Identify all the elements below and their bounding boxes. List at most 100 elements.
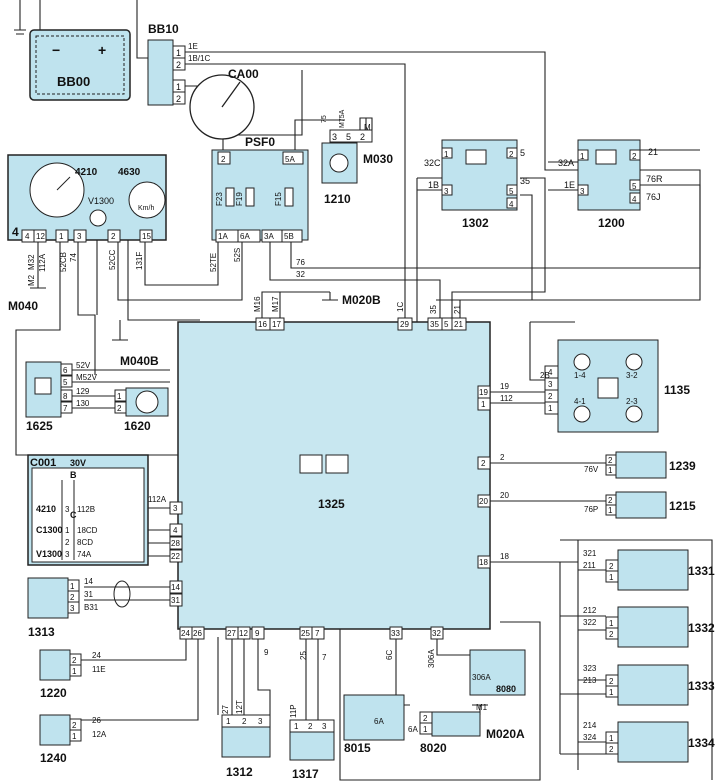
bb10-pin: 1 bbox=[176, 82, 181, 92]
inj-label: 1333 bbox=[688, 679, 715, 693]
cluster-label: 4 bbox=[12, 225, 19, 239]
c1135-wire: 2B bbox=[540, 371, 550, 380]
c1239-wire: 76V bbox=[584, 465, 599, 474]
ecu-top-pin: 35 bbox=[430, 320, 439, 329]
bb10-pin: 2 bbox=[176, 94, 181, 104]
cluster-pin: 3 bbox=[77, 232, 82, 241]
m040b-label: M040B bbox=[120, 354, 159, 368]
c1215-pin: 1 bbox=[608, 506, 613, 515]
relay-1200: 1 3 2 5 4 32A 1E 21 76R 76J 1200 bbox=[558, 139, 663, 230]
m030-pin: 5 bbox=[346, 132, 351, 142]
bb10-connector: BB10 1 2 1 2 1E 1B/1C bbox=[147, 22, 210, 106]
ecu-1325: 1325 16 17 29 35 5 21 1C 35 21 19 1 2 20… bbox=[148, 302, 513, 668]
fuse-label: F19 bbox=[235, 192, 244, 206]
ground-points: M040 M2 M040B M020B M16 M17 52TE 52S 76 … bbox=[8, 248, 381, 368]
c1317-label: 1317 bbox=[292, 767, 319, 781]
c1317-wire: 25 bbox=[299, 651, 308, 660]
psf0-pin: 3A bbox=[264, 232, 274, 241]
psf0-pin: 6A bbox=[240, 232, 250, 241]
inj-pin: 2 bbox=[609, 745, 614, 754]
r1302-wire: 1B bbox=[428, 180, 439, 190]
c1625-wire: 52V bbox=[76, 361, 91, 370]
c1240-pin: 1 bbox=[72, 732, 77, 741]
injector-1334: 1 2 214 324 1334 bbox=[583, 721, 715, 763]
r1302-wire: 32C bbox=[424, 158, 441, 168]
ecu-bottom-pin: 24 bbox=[181, 629, 190, 638]
bb00-minus: − bbox=[52, 42, 60, 58]
c1240-pin: 2 bbox=[72, 721, 77, 730]
psf0-pin: 5A bbox=[285, 155, 295, 164]
c1620-pin: 2 bbox=[117, 404, 122, 413]
c001-row-name: C1300 bbox=[36, 525, 63, 535]
c1317-pin: 1 bbox=[294, 722, 299, 731]
ecu-right-pin: 18 bbox=[479, 558, 488, 567]
sensor-1313: 1 2 3 14 31 B31 1313 bbox=[27, 577, 131, 639]
ecu-bottom-pin: 9 bbox=[255, 629, 260, 638]
ecu-wire: 19 bbox=[500, 382, 509, 391]
ecu-label: 1325 bbox=[318, 497, 345, 511]
speedo-label: 4630 bbox=[118, 167, 141, 178]
r1200-wire: 1E bbox=[564, 180, 575, 190]
inj-wire: 323 bbox=[583, 664, 597, 673]
ecu-top-pin: 29 bbox=[400, 320, 409, 329]
inj-pin: 1 bbox=[609, 734, 614, 743]
ecu-left-pin: 14 bbox=[171, 583, 180, 592]
ecu-wire: 20 bbox=[500, 491, 509, 500]
ecu-wire: 2 bbox=[500, 453, 505, 462]
ecu-bottom-wire: 306A bbox=[427, 649, 436, 668]
ecu-bottom-wire: 9 bbox=[264, 648, 269, 657]
ecu-bottom-wire: 7 bbox=[322, 653, 327, 662]
pump-8020: 2 1 6A M1 8020 M020A bbox=[408, 703, 525, 755]
ecu-bottom-pin: 33 bbox=[391, 629, 400, 638]
m030-wire: M bbox=[364, 123, 371, 132]
cluster-wire: 112A bbox=[38, 253, 47, 272]
sensor-1317: 1 2 3 11P 25 1317 bbox=[289, 651, 335, 781]
c1317-pin: 3 bbox=[322, 722, 327, 731]
c1313-wire: B31 bbox=[84, 603, 99, 612]
r1200-label: 1200 bbox=[598, 216, 625, 230]
bb10-label: BB10 bbox=[148, 22, 179, 36]
c8020-pin: 2 bbox=[423, 714, 428, 723]
inj-label: 1334 bbox=[688, 736, 715, 750]
c1135-contact: 1-4 bbox=[574, 371, 586, 380]
ecu-top-pin: 17 bbox=[272, 320, 281, 329]
c1220-pin: 1 bbox=[72, 667, 77, 676]
ecu-left-pin: 28 bbox=[171, 539, 180, 548]
c1625-wire: M52V bbox=[76, 373, 98, 382]
m030-wire: M75A bbox=[339, 109, 346, 128]
fuse-label: F15 bbox=[274, 192, 283, 206]
m030-wire: 75 bbox=[321, 115, 328, 123]
c1313-wire: 14 bbox=[84, 577, 93, 586]
sensor-1215: 2 1 76P 1215 bbox=[584, 491, 696, 519]
r1302-wire: 5 bbox=[520, 148, 525, 158]
r1302-pin: 2 bbox=[509, 150, 514, 159]
c1312-pin: 2 bbox=[242, 717, 247, 726]
c1312-wire: 27 bbox=[221, 705, 230, 714]
ecu-right-pin: 20 bbox=[479, 497, 488, 506]
r1210-label: 1210 bbox=[324, 192, 351, 206]
r1302-pin: 4 bbox=[509, 200, 514, 209]
cluster-pin: 2 bbox=[111, 232, 116, 241]
ecu-left-pin: 22 bbox=[171, 552, 180, 561]
c1239-pin: 1 bbox=[608, 466, 613, 475]
c001-row-wire: 8CD bbox=[77, 538, 93, 547]
ecu-bottom-pin: 25 bbox=[301, 629, 310, 638]
sensor-1220: 2 1 24 11E 1220 bbox=[39, 649, 106, 700]
ecu-left-pin: 31 bbox=[171, 596, 180, 605]
inj-wire: 214 bbox=[583, 721, 597, 730]
psf0-pin: 5B bbox=[284, 232, 294, 241]
c1317-wire: 11P bbox=[289, 704, 298, 718]
c8080-label: 8080 bbox=[496, 684, 516, 694]
psf0-fusebox: PSF0 1A 6A 3A 5B 2 5A F23 F19 F15 bbox=[211, 135, 309, 243]
injectors: 2 1 321 211 1331 1 2 212 322 1332 2 1 32… bbox=[583, 549, 715, 763]
c8020-wire: M1 bbox=[476, 703, 488, 712]
bb10-pin: 1 bbox=[176, 48, 181, 58]
c1240-label: 1240 bbox=[40, 751, 67, 765]
cluster-pin: 1 bbox=[59, 232, 64, 241]
sensor-1240: 2 1 26 12A 1240 bbox=[39, 714, 107, 765]
r1200-wire: 32A bbox=[558, 158, 574, 168]
ecu-bottom-wire: 6C bbox=[385, 650, 394, 660]
c001-row-wire: 74A bbox=[77, 550, 92, 559]
c1215-wire: 76P bbox=[584, 505, 598, 514]
c1312-pin: 3 bbox=[258, 717, 263, 726]
